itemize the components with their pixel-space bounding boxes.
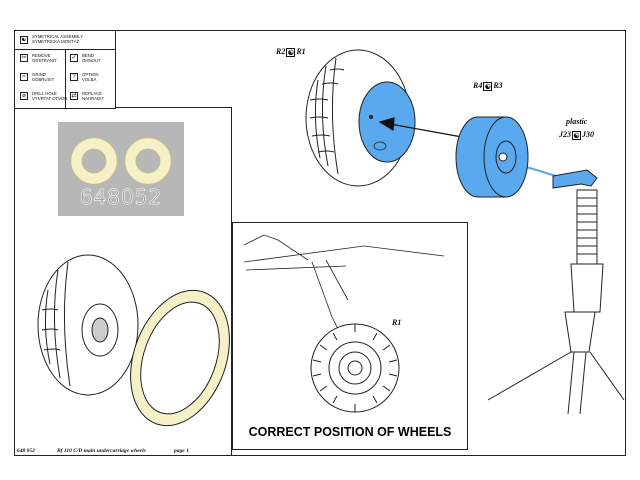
footer-code: 648 052 (17, 448, 35, 454)
remove-icon: ✂ (20, 54, 28, 62)
part-label-j23-j30: J23☯J30 (559, 130, 594, 140)
mirror-symmetry-icon: ☯ (572, 130, 581, 140)
sheet-footer: 648 052 Bf 110 C/D main undercarriage wh… (14, 447, 626, 456)
legend-divider (15, 49, 115, 50)
part-label-r2-r1: R2☯R1 (276, 47, 306, 57)
fret-number: 648052 (79, 185, 163, 210)
photoetch-ring (130, 289, 230, 427)
footer-title: Bf 110 C/D main undercarriage wheels (57, 448, 146, 454)
nacelle-outline (243, 234, 445, 338)
part-label-r1: R1 (392, 318, 402, 327)
plastic-label: plastic (566, 117, 588, 126)
footer-page: page 1 (174, 448, 189, 454)
fret-rings (70, 137, 172, 185)
drill-icon: ⌀ (20, 92, 28, 100)
mirror-symmetry-icon: ☯ (286, 47, 296, 57)
grind-icon: ≈ (20, 73, 28, 81)
installed-wheel (310, 323, 400, 413)
part-label-r4-r3: R4☯R3 (473, 81, 503, 91)
bend-icon: ✓ (70, 54, 78, 62)
mirror-symmetry-icon: ☯ (483, 81, 493, 91)
mirror-symmetry-icon: ☯ (20, 36, 28, 44)
option-icon: ? (70, 73, 78, 81)
lower-wheel-tire (37, 254, 139, 396)
correct-position-caption: CORRECT POSITION OF WHEELS (248, 425, 452, 439)
landing-strut (487, 169, 625, 415)
outer-hub-r4-r3 (455, 116, 529, 198)
replace-icon: ⇄ (70, 92, 78, 100)
legend-divider (65, 50, 66, 108)
